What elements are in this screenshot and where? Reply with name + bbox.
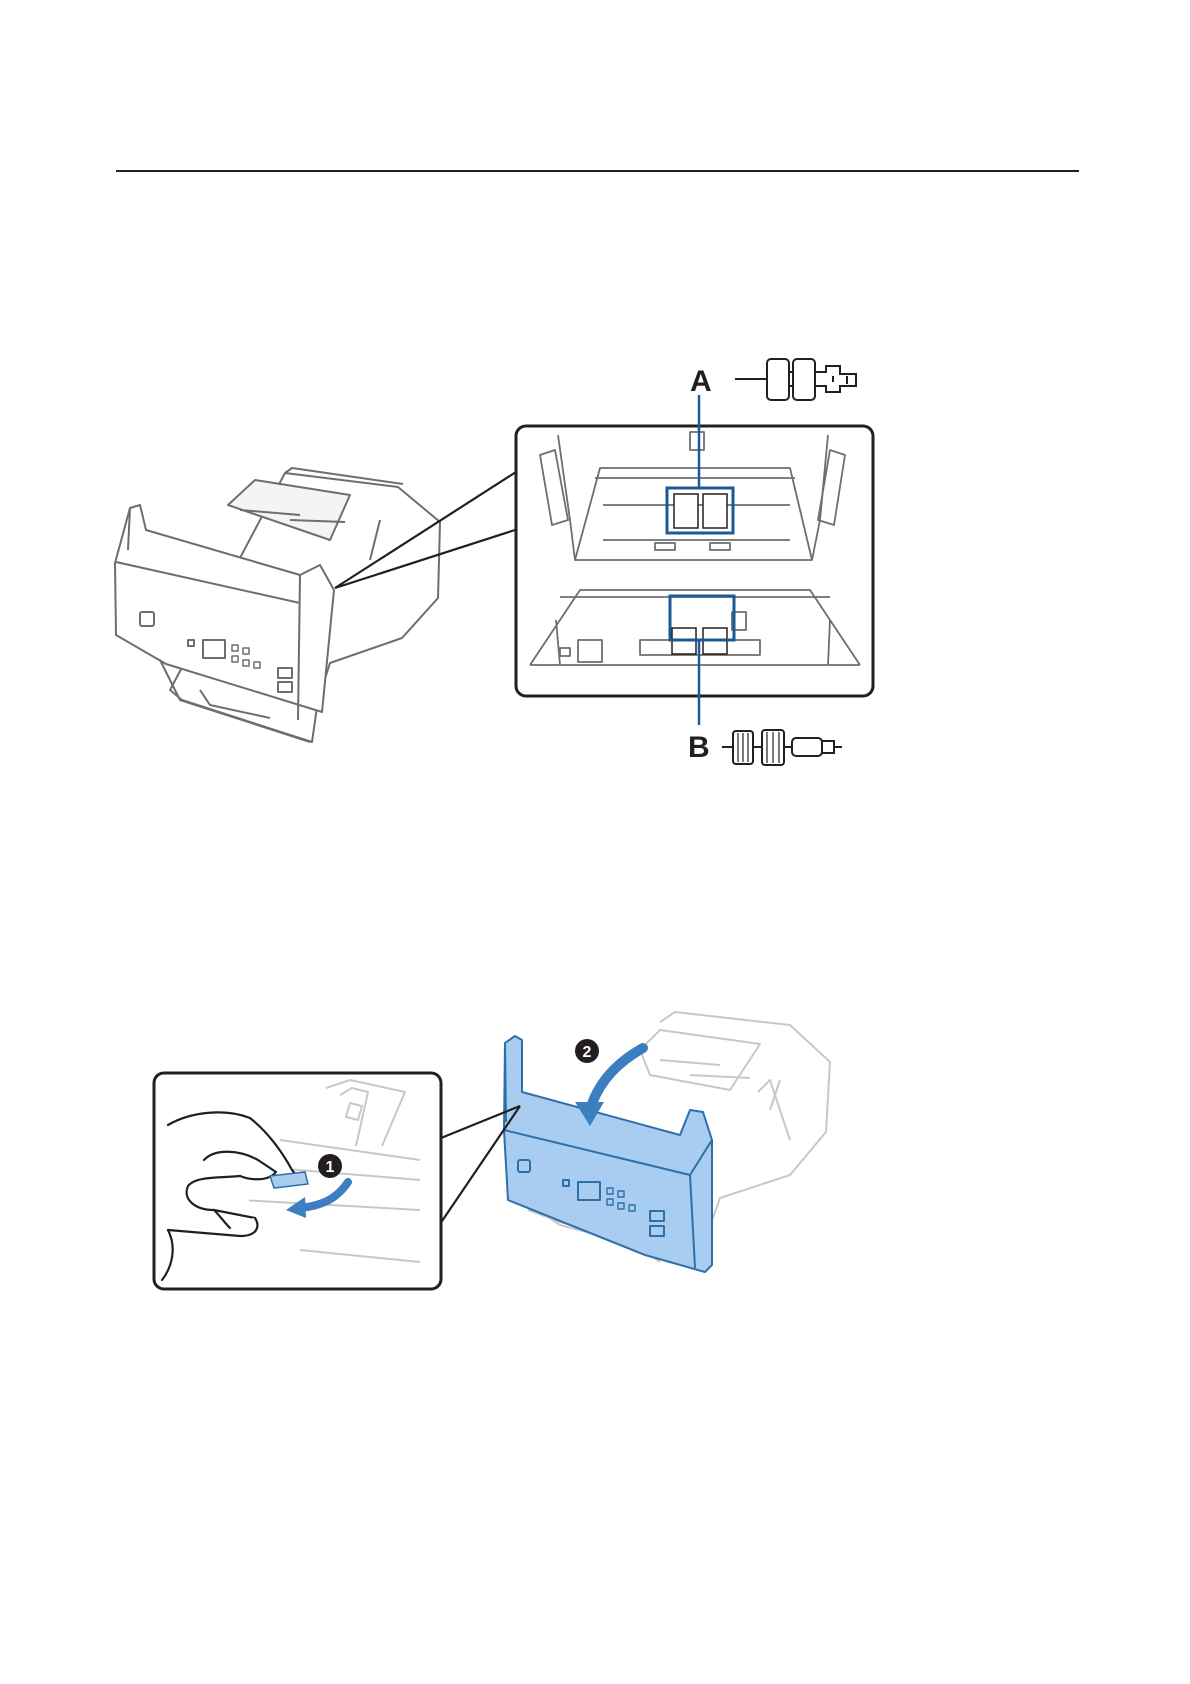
hand-icon <box>162 1112 302 1280</box>
label-b: B <box>688 731 710 764</box>
zoom-callout-icon <box>440 1106 520 1224</box>
scanner-faded-icon <box>528 1012 830 1262</box>
arrow-icon <box>286 1182 348 1218</box>
callout-box-lever <box>154 1073 441 1289</box>
scanner-cover-icon <box>504 1036 712 1272</box>
cover-lever-icon <box>240 1080 420 1262</box>
step-2-number: 2 <box>583 1044 592 1061</box>
step-1-badge: 1 <box>318 1154 342 1178</box>
figure-roller-locations: A B <box>0 0 1190 800</box>
arrow-icon <box>575 1048 643 1126</box>
scanner-open-icon <box>115 468 440 742</box>
pickup-roller-icon <box>735 359 856 400</box>
callout-box <box>516 426 873 696</box>
step-2-badge: 2 <box>575 1039 599 1063</box>
step-1-number: 1 <box>326 1159 335 1176</box>
lever-tab <box>270 1172 308 1188</box>
separation-roller-icon <box>722 730 842 765</box>
label-a: A <box>690 365 712 398</box>
